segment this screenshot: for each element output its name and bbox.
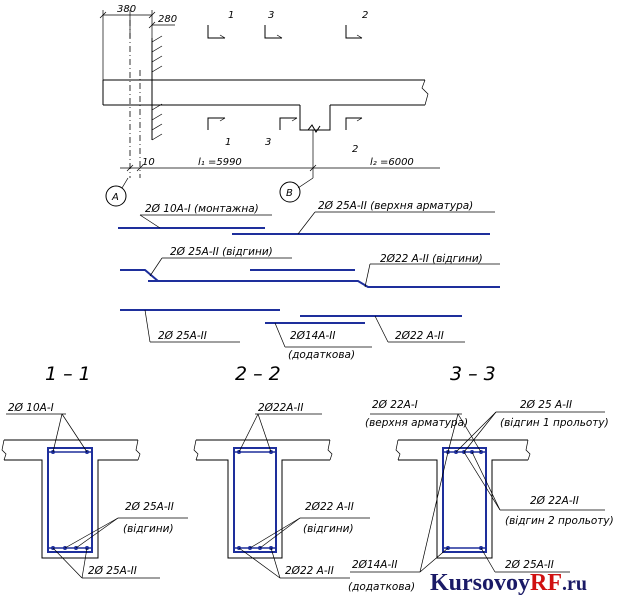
s1-bent-note: (відгини) <box>123 523 174 535</box>
s1-bent-rebar: 2Ø 25A-II <box>125 501 174 513</box>
s2-bent-note: (відгини) <box>303 523 354 535</box>
axis-a-label: A <box>111 192 119 203</box>
section-3-title: 3 – 3 <box>450 363 496 385</box>
cut-1-top: 1 <box>228 10 234 21</box>
s3-top-rebar: 2Ø 22A-I <box>372 399 418 411</box>
s3-additional-rebar: 2Ø14A-II <box>352 559 397 571</box>
dim-380: 380 <box>117 4 136 15</box>
callout-top-rebar: 2Ø 25A-II (верхня арматура) <box>318 200 473 212</box>
section-1-title: 1 – 1 <box>45 363 91 385</box>
dim-280: 280 <box>158 14 177 25</box>
callout-bent-rebar-22: 2Ø22 A-II (відгини) <box>380 253 483 265</box>
watermark-text: KursovoyRF.ru <box>430 570 587 596</box>
cut-3-top: 3 <box>268 10 274 21</box>
section-3-3: 2Ø 22A-I (верхня арматура) 2Ø 25 A-II (в… <box>348 399 614 593</box>
s3-bend-span2-rebar: 2Ø 22A-II <box>530 495 579 507</box>
callout-bottom-rebar-25: 2Ø 25A-II <box>158 330 207 342</box>
section-2-title: 2 – 2 <box>235 363 281 385</box>
span-2-length: l₂ =6000 <box>370 157 414 168</box>
section-1-1: 2Ø 10A-I 2Ø 25A-II (відгини) 2Ø 25A-II <box>1 402 188 579</box>
callout-bent-rebar-25: 2Ø 25A-II (відгини) <box>170 246 273 258</box>
cut-2-bottom: 2 <box>352 144 358 155</box>
dim-10: 10 <box>142 157 155 168</box>
rebar-schedule: 2Ø 10A-I (монтажна) 2Ø 25A-II (верхня ар… <box>118 200 500 361</box>
s3-additional-note: (додаткова) <box>348 581 415 593</box>
callout-bottom-rebar-22: 2Ø22 A-II <box>395 330 444 342</box>
site-watermark: KursovoyRF.ru <box>430 570 587 596</box>
beam-elevation: 380 280 1 3 <box>99 4 440 207</box>
cut-2-top: 2 <box>362 10 368 21</box>
s2-bent-rebar: 2Ø22 A-II <box>305 501 354 513</box>
cut-3-bottom: 3 <box>265 137 271 148</box>
callout-additional-note: (додаткова) <box>288 349 355 361</box>
span-1-length: l₁ =5990 <box>198 157 242 168</box>
s3-bend-span1-note: (відгин 1 прольоту) <box>500 417 609 429</box>
cut-1-bottom: 1 <box>225 137 231 148</box>
s2-top-rebar: 2Ø22A-II <box>258 402 303 414</box>
s3-bend-span1-rebar: 2Ø 25 A-II <box>520 399 572 411</box>
s1-top-rebar: 2Ø 10A-I <box>8 402 54 414</box>
s3-bend-span2-note: (відгин 2 прольоту) <box>505 515 614 527</box>
axis-b-label: B <box>286 188 293 199</box>
section-2-2: 2Ø22A-II 2Ø22 A-II (відгини) 2Ø22 A-II <box>193 402 370 579</box>
callout-additional-rebar: 2Ø14A-II <box>290 330 335 342</box>
s2-bottom-rebar: 2Ø22 A-II <box>285 565 334 577</box>
callout-mounting-rebar: 2Ø 10A-I (монтажна) <box>145 203 259 215</box>
s1-bottom-rebar: 2Ø 25A-II <box>88 565 137 577</box>
s3-top-note: (верхня арматура) <box>365 417 468 429</box>
s3-bottom-rebar: 2Ø 25A-II <box>505 559 554 571</box>
